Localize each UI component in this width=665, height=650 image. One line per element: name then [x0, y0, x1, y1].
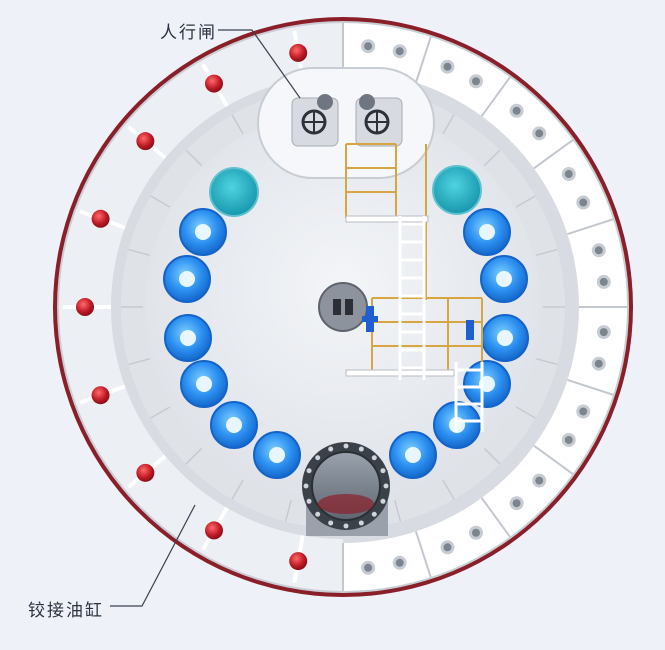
flange-bolt — [306, 498, 312, 504]
hinged-cylinder — [76, 298, 94, 316]
segment-joint — [480, 497, 511, 538]
screw-conveyor-port — [302, 442, 390, 536]
leader-line-manhole — [218, 29, 301, 99]
gauge-icon — [317, 94, 333, 110]
rib-line — [483, 447, 501, 465]
flange-bolt — [383, 483, 389, 489]
flange-bolt — [343, 523, 349, 529]
rib-line — [284, 499, 292, 522]
rib-line — [185, 447, 203, 465]
label-hinged-cylinder: 铰接油缸 — [28, 601, 104, 621]
hinged-cylinder — [205, 521, 223, 540]
rib-line — [515, 195, 536, 208]
flange-bolt — [380, 468, 386, 474]
hinged-cylinder — [289, 43, 308, 62]
rib-line — [150, 406, 171, 419]
flange-bolts — [303, 443, 389, 529]
leader-line-hinged-cylinder — [110, 504, 196, 607]
segment-joint — [567, 378, 614, 396]
segment-bolts — [361, 39, 611, 575]
manhole-airlock — [257, 67, 435, 179]
flange-bolt — [306, 468, 312, 474]
valve-wheel-icon — [301, 109, 327, 135]
segment-joint — [533, 139, 574, 170]
hinged-cylinder — [136, 132, 155, 151]
flange-bolt — [371, 511, 377, 517]
hinged-cylinder — [91, 386, 110, 405]
water-tank-right — [432, 165, 482, 215]
flange-bolt — [343, 443, 349, 449]
hinged-cylinder-group — [63, 30, 308, 584]
inner-rib-lines — [121, 85, 565, 529]
rib-line — [150, 195, 171, 208]
hinged-cylinder — [205, 74, 223, 93]
flange-bolt — [315, 455, 321, 461]
segment-joint — [414, 531, 432, 578]
hinged-cylinder — [289, 552, 308, 571]
rib-line — [442, 479, 455, 500]
rib-line — [442, 114, 455, 135]
gauge-icon — [359, 94, 375, 110]
rib-line — [231, 114, 244, 135]
flange-bolt — [380, 498, 386, 504]
flange-bolt — [303, 483, 309, 489]
flange-bolt — [358, 520, 364, 526]
rib-line — [535, 358, 558, 366]
flange-bolt — [315, 511, 321, 517]
rib-line — [535, 248, 558, 256]
flange-bolt — [371, 455, 377, 461]
ladder-platform — [345, 143, 483, 370]
rib-line — [483, 149, 501, 167]
flange-bolt — [358, 446, 364, 452]
segment-joint — [414, 36, 432, 83]
flange-bolt — [328, 520, 334, 526]
valve-wheel-icon — [364, 109, 390, 135]
ladder-main — [398, 216, 426, 380]
platform-upper — [345, 215, 429, 223]
rib-line — [231, 479, 244, 500]
rib-line — [515, 406, 536, 419]
hinged-cylinder — [91, 209, 110, 228]
rib-line — [128, 248, 151, 256]
rib-line — [394, 499, 402, 522]
blue-valve — [362, 306, 474, 340]
hinged-cylinder — [136, 463, 155, 482]
central-hub — [318, 282, 368, 332]
water-tank-left — [209, 167, 259, 217]
rib-line — [128, 358, 151, 366]
segment-joint — [567, 218, 614, 236]
segment-dividers — [342, 23, 627, 591]
label-manhole: 人行闸 — [160, 23, 217, 43]
segment-joint — [480, 76, 511, 117]
segment-joint — [533, 444, 574, 475]
ladder-lower — [454, 362, 484, 432]
flange-bolt — [328, 446, 334, 452]
rib-line — [185, 149, 203, 167]
